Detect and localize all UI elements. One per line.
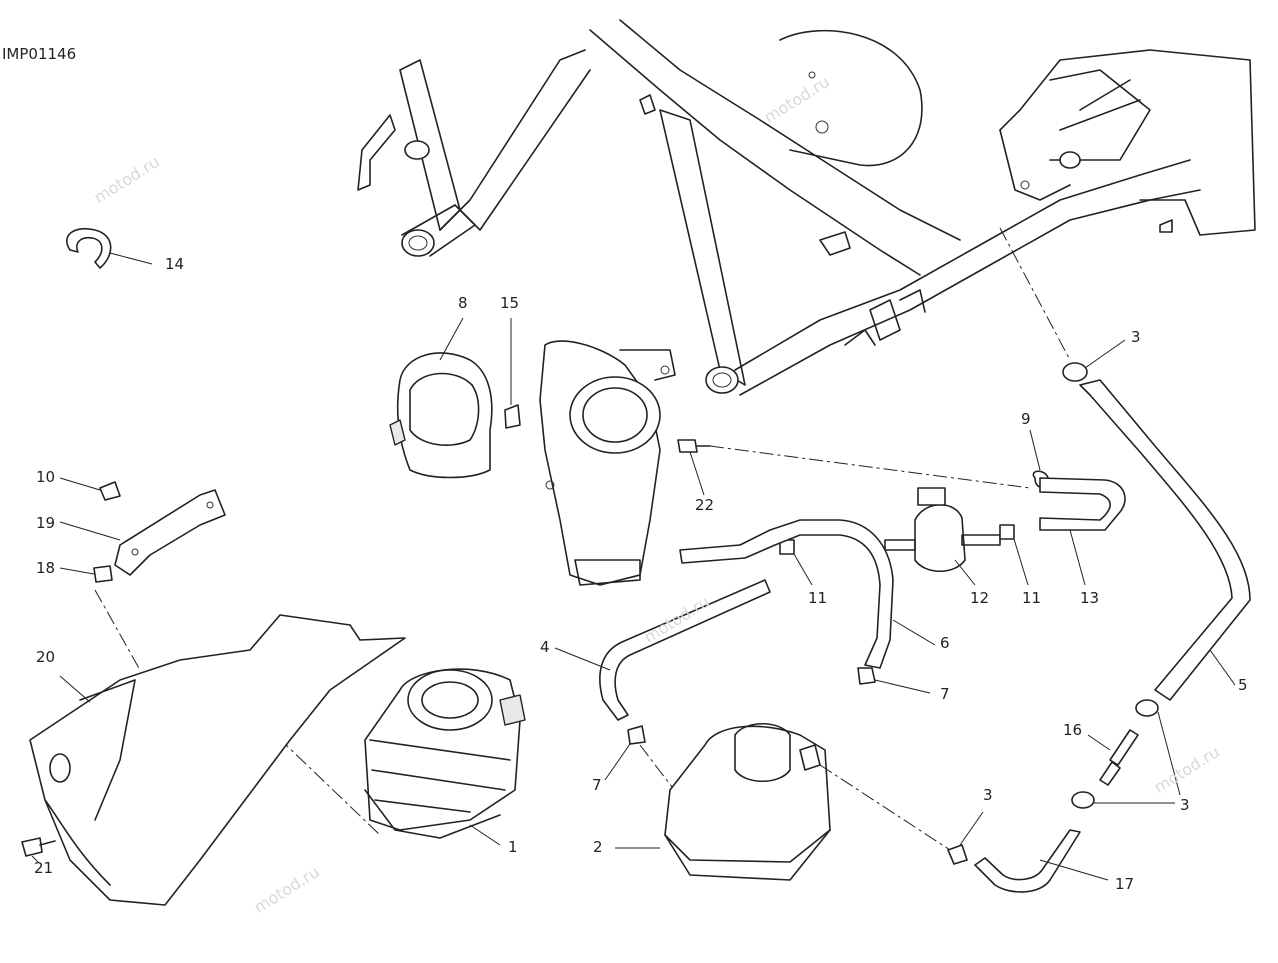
callout-15: 15 <box>500 294 520 312</box>
intake-throttle-body <box>539 340 676 586</box>
part-13-hose <box>1039 477 1126 586</box>
part-10-bolt <box>59 477 121 501</box>
callout-17: 17 <box>1115 875 1135 893</box>
part-2-canister <box>615 723 951 881</box>
callout-14: 14 <box>165 255 185 273</box>
part-19-bracket <box>59 489 226 576</box>
callout-7a: 7 <box>940 685 950 703</box>
callout-10: 10 <box>36 468 56 486</box>
part-18-clip <box>59 565 113 583</box>
callout-18: 18 <box>36 559 56 577</box>
part-3-clamps <box>947 699 1181 865</box>
part-1-airbox <box>259 668 526 846</box>
callout-13: 13 <box>1080 589 1100 607</box>
callout-3a: 3 <box>1131 328 1141 346</box>
callout-12: 12 <box>970 589 990 607</box>
callout-20: 20 <box>36 648 56 666</box>
part-22-fitting <box>677 439 1031 496</box>
callout-9: 9 <box>1021 410 1031 428</box>
callout-5: 5 <box>1238 676 1248 694</box>
part-8-cover <box>389 317 493 479</box>
callout-7b: 7 <box>592 776 602 794</box>
callout-11b: 11 <box>1022 589 1042 607</box>
callout-2: 2 <box>593 838 603 856</box>
part-12-valve <box>884 487 1001 586</box>
callout-19: 19 <box>36 514 56 532</box>
callout-4: 4 <box>540 638 550 656</box>
callout-3c: 3 <box>1180 796 1190 814</box>
callout-22: 22 <box>695 496 715 514</box>
frame-pivot-center <box>705 366 739 394</box>
callout-1: 1 <box>508 838 518 856</box>
part-6-hose <box>679 519 936 669</box>
part-4-hose <box>554 579 771 721</box>
callout-8: 8 <box>458 294 468 312</box>
callout-11a: 11 <box>808 589 828 607</box>
part-20-side-cover <box>29 589 406 906</box>
callout-16: 16 <box>1063 721 1083 739</box>
drawing-code: IMP01146 <box>2 45 77 63</box>
callout-3b: 3 <box>983 786 993 804</box>
part-16-connector <box>1087 729 1139 786</box>
part-11-fittings <box>779 524 1029 586</box>
part-17-hose <box>974 829 1109 893</box>
frame-pivot-left <box>401 229 435 257</box>
frame-drawing <box>357 19 1256 396</box>
part-21-screw <box>21 837 56 863</box>
part-14-clamp <box>66 228 153 269</box>
part-15-clip <box>504 318 521 429</box>
part-5-hose <box>999 227 1251 701</box>
callout-21: 21 <box>34 859 54 877</box>
callout-6: 6 <box>940 634 950 652</box>
part-3-clamp-top <box>1062 362 1088 382</box>
